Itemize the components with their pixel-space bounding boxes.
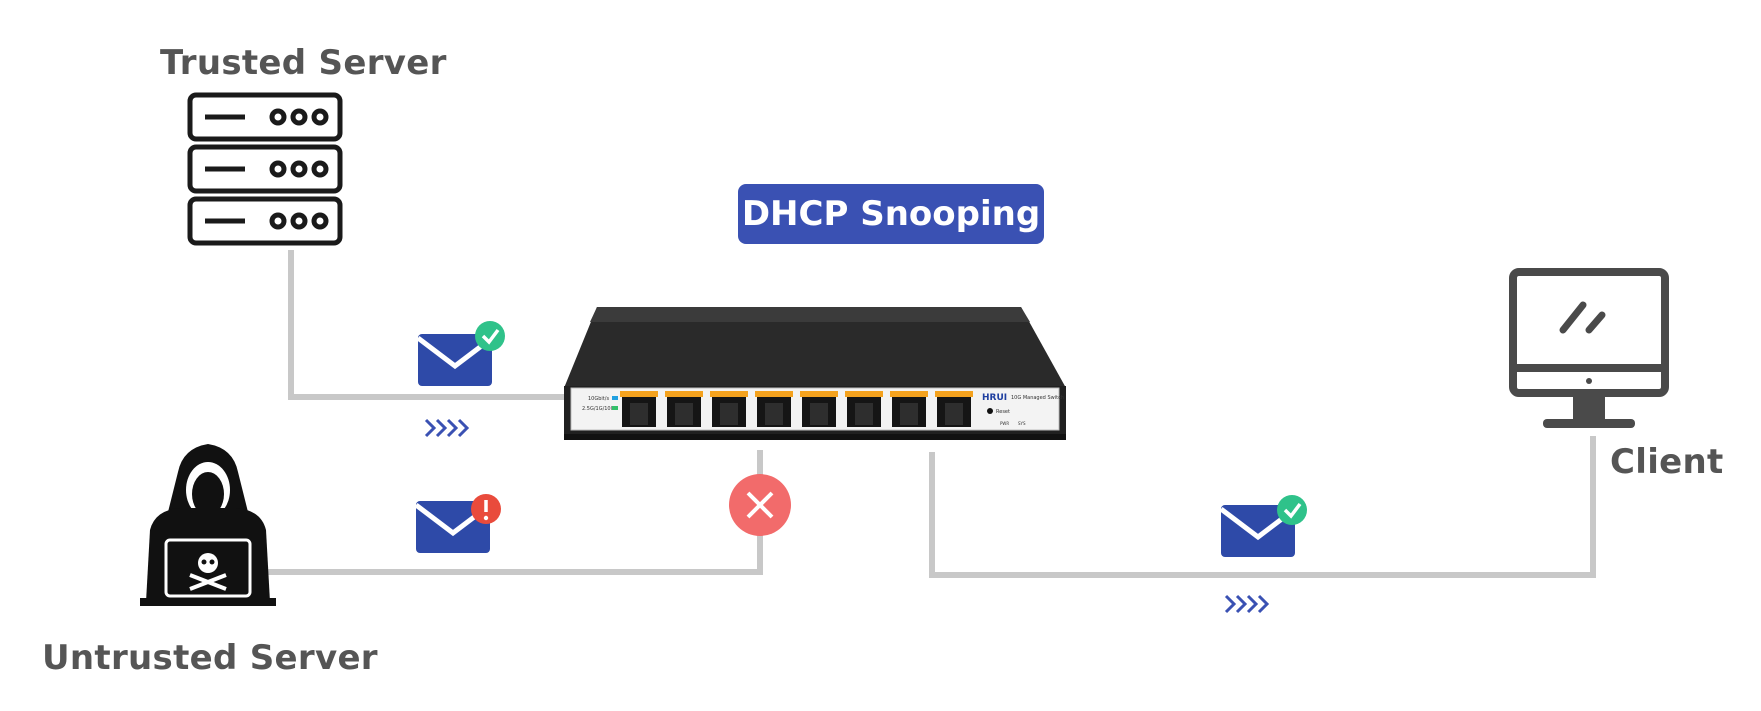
sfp-port <box>755 391 793 427</box>
diagram-title: DHCP Snooping <box>738 184 1044 244</box>
envelope-alert-icon <box>414 494 501 553</box>
sfp-port <box>890 391 928 427</box>
trusted-server-label: Trusted Server <box>160 43 447 83</box>
svg-text:2.5G/1G/100M: 2.5G/1G/100M <box>582 406 618 412</box>
untrusted-server-link <box>258 450 763 575</box>
switch-model: 10G Managed Switch <box>1011 395 1064 401</box>
sfp-port <box>710 391 748 427</box>
client-label: Client <box>1610 442 1724 482</box>
trusted-server-link <box>288 250 565 400</box>
sfp-port <box>665 391 703 427</box>
network-switch-icon: 10Gbit/s 2.5G/1G/100M HRUI 10G Managed S… <box>564 307 1066 440</box>
monitor-icon <box>1509 268 1669 428</box>
client-link <box>929 436 1596 578</box>
sfp-port <box>620 391 658 427</box>
block-x-icon <box>729 474 791 536</box>
status-label-pwr: PWR <box>1000 421 1009 426</box>
sfp-port <box>800 391 838 427</box>
switch-brand: HRUI <box>982 393 1007 403</box>
status-label-sys: SYS <box>1018 421 1026 426</box>
envelope-check-icon <box>1219 495 1307 557</box>
arrow-chevrons-icon <box>1224 594 1270 614</box>
reset-label: Reset <box>996 409 1010 415</box>
hacker-icon <box>140 444 276 606</box>
svg-text:10Gbit/s: 10Gbit/s <box>588 396 609 402</box>
server-icon <box>187 92 343 246</box>
untrusted-server-label: Untrusted Server <box>42 638 378 678</box>
sfp-port <box>845 391 883 427</box>
switch-led-indicators: 10Gbit/s 2.5G/1G/100M <box>582 396 618 412</box>
reset-button <box>987 408 993 414</box>
sfp-ports <box>620 391 973 427</box>
envelope-check-icon <box>416 321 505 386</box>
sfp-port <box>935 391 973 427</box>
arrow-chevrons-icon <box>424 418 470 438</box>
